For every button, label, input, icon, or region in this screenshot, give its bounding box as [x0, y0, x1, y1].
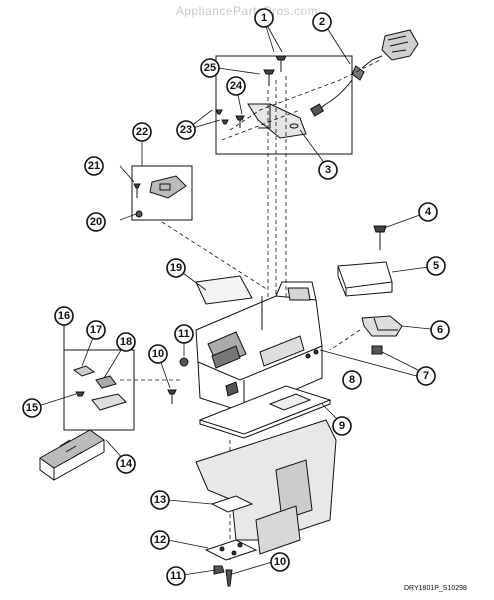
group-16-box	[63, 322, 135, 431]
svg-text:15: 15	[26, 402, 38, 414]
callout-20: 20	[86, 212, 106, 232]
svg-text:9: 9	[339, 420, 345, 432]
callout-24: 24	[226, 76, 246, 96]
svg-text:25: 25	[204, 62, 216, 74]
callout-22: 22	[132, 122, 152, 142]
callout-7: 7	[416, 366, 436, 386]
svg-text:17: 17	[90, 324, 102, 336]
callout-14: 14	[116, 454, 136, 474]
callout-23: 23	[176, 120, 196, 140]
svg-text:21: 21	[88, 160, 100, 172]
gasket-9-part	[198, 385, 332, 439]
callout-11: 11	[174, 324, 194, 344]
svg-text:10: 10	[152, 348, 164, 360]
callout-11-bottom: 11	[166, 566, 186, 586]
callout-1: 1	[254, 8, 274, 28]
callout-10: 10	[148, 344, 168, 364]
bracket-6-part	[361, 315, 403, 337]
svg-text:14: 14	[120, 458, 133, 470]
screw-24	[235, 115, 245, 121]
svg-text:22: 22	[136, 126, 148, 138]
svg-text:11: 11	[178, 328, 190, 340]
plate-13-part	[210, 495, 254, 513]
svg-text:18: 18	[120, 336, 132, 348]
callout-2: 2	[312, 12, 332, 32]
callout-12: 12	[150, 530, 170, 550]
callout-13: 13	[150, 490, 170, 510]
housing-8-part	[195, 281, 323, 413]
callout-5: 5	[426, 256, 446, 276]
callout-9: 9	[332, 416, 352, 436]
svg-text:6: 6	[437, 324, 443, 336]
bracket-part	[247, 103, 307, 139]
cover-5-part	[337, 261, 393, 297]
svg-text:11: 11	[170, 570, 182, 582]
svg-text:10: 10	[274, 556, 286, 568]
screw-25	[263, 69, 275, 86]
svg-text:16: 16	[58, 310, 70, 322]
plate-12-part	[204, 539, 258, 561]
callout-16: 16	[54, 306, 74, 326]
watermark: AppliancePartsPros.com	[175, 4, 319, 18]
callout-17: 17	[86, 320, 106, 340]
control-harness-part	[309, 29, 419, 117]
svg-text:1: 1	[261, 12, 267, 24]
svg-text:4: 4	[425, 206, 432, 218]
svg-text:2: 2	[319, 16, 325, 28]
clip-7-part	[371, 345, 383, 355]
svg-text:5: 5	[433, 260, 439, 272]
callout-4: 4	[418, 202, 438, 222]
svg-text:23: 23	[180, 124, 192, 136]
label-plate	[195, 275, 253, 305]
callout-18: 18	[116, 332, 136, 352]
callout-19: 19	[166, 258, 186, 278]
callout-10-bottom: 10	[270, 552, 290, 572]
svg-text:7: 7	[423, 370, 429, 382]
callout-3: 3	[318, 160, 338, 180]
bracket-21-part	[149, 175, 187, 199]
group-22-box	[131, 165, 193, 221]
callout-21: 21	[84, 156, 104, 176]
callout-15: 15	[22, 398, 42, 418]
callout-25: 25	[200, 58, 220, 78]
svg-text:3: 3	[325, 164, 331, 176]
callout-8: 8	[342, 370, 362, 390]
screw-1	[275, 55, 287, 72]
callout-6: 6	[430, 320, 450, 340]
svg-text:19: 19	[170, 262, 182, 274]
dryer-frame-part	[195, 419, 337, 555]
svg-text:12: 12	[154, 534, 166, 546]
svg-text:13: 13	[154, 494, 166, 506]
svg-text:8: 8	[349, 374, 355, 386]
svg-text:20: 20	[90, 216, 102, 228]
connector-14-part	[39, 429, 105, 481]
svg-text:24: 24	[230, 80, 243, 92]
drawing-code: DRY1801P_S10298	[404, 585, 467, 592]
